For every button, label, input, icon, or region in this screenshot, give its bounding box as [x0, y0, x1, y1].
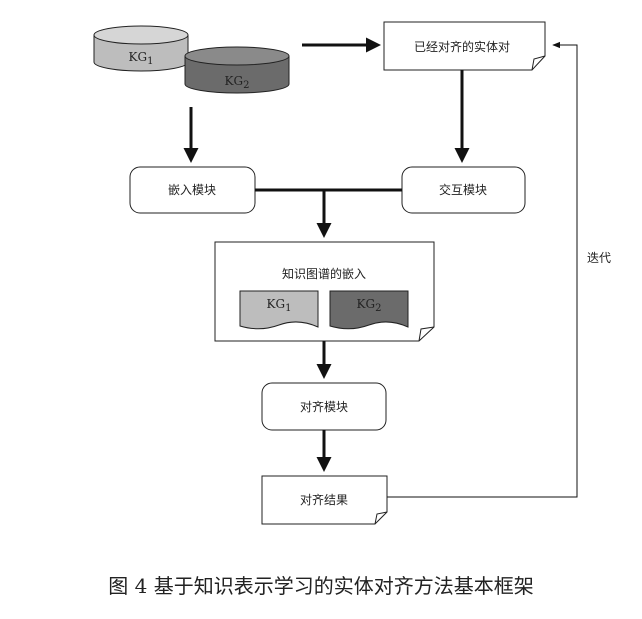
iteration-feedback-arrow: [387, 41, 578, 498]
interaction-module-box: 交互模块: [401, 166, 526, 214]
iteration-label: 迭代: [587, 251, 611, 265]
alignment-module-label: 对齐模块: [300, 399, 348, 414]
kg-embedding-label: 知识图谱的嵌入: [282, 266, 366, 281]
kg2-embedding-label: KG2: [357, 297, 382, 314]
kg1-embedding-doc: KG1: [239, 290, 319, 330]
aligned-pairs-box: 已经对齐的实体对: [383, 21, 546, 71]
aligned-pairs-label: 已经对齐的实体对: [414, 39, 510, 54]
alignment-result-label: 对齐结果: [300, 492, 348, 507]
alignment-result-box: 对齐结果: [261, 475, 388, 525]
figure-caption: 图 4 基于知识表示学习的实体对齐方法基本框架: [108, 574, 533, 598]
kg1-embedding-label: KG1: [267, 297, 292, 314]
embedding-module-label: 嵌入模块: [168, 183, 216, 197]
kg2-embedding-doc: KG2: [329, 290, 409, 330]
alignment-module-box: 对齐模块: [261, 382, 387, 431]
kg1-database-label: KG1: [129, 50, 154, 67]
interaction-module-label: 交互模块: [439, 182, 487, 197]
kg2-database-label: KG2: [225, 74, 250, 91]
kg-embedding-box: 知识图谱的嵌入 KG1 KG2: [214, 241, 435, 342]
kg2-database: KG2: [184, 46, 290, 94]
kg1-database: KG1: [93, 25, 189, 72]
embedding-module-box: 嵌入模块: [129, 166, 256, 214]
